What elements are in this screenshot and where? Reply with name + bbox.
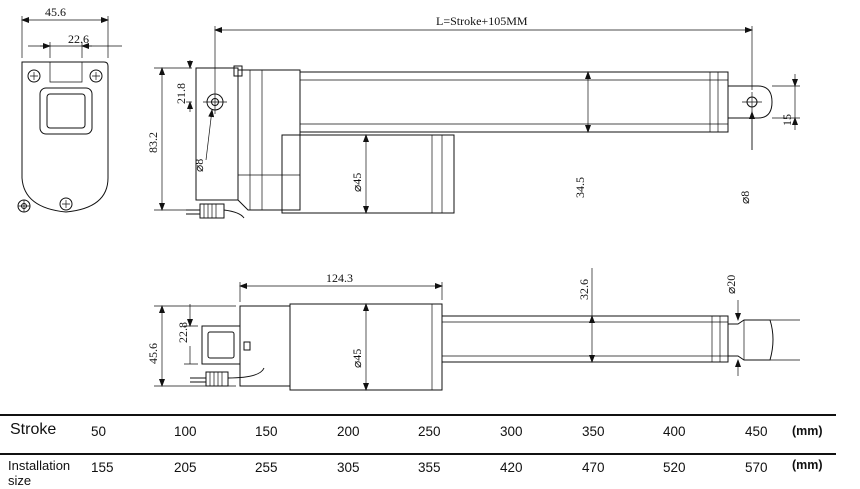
- table-cell: 520: [663, 460, 686, 475]
- table-cell: 570: [745, 460, 768, 475]
- table-cell: 350: [582, 424, 605, 439]
- table-cell: 400: [663, 424, 686, 439]
- dim-side-tube-height: 32.6: [577, 279, 591, 300]
- dim-motor-diameter: ⌀45: [350, 173, 364, 192]
- end-view: [17, 16, 122, 213]
- table-cell: 300: [500, 424, 523, 439]
- table-cell: 205: [174, 460, 197, 475]
- table-cell: 250: [418, 424, 441, 439]
- dim-side-offset: 22.8: [176, 322, 190, 343]
- table-cell: 450: [745, 424, 768, 439]
- table-cell: 355: [418, 460, 441, 475]
- table-cell: 100: [174, 424, 197, 439]
- dim-rod-diameter: ⌀20: [724, 275, 738, 294]
- dim-rod-eye-diameter: ⌀8: [738, 191, 752, 204]
- unit-label: (mm): [792, 424, 823, 438]
- table-cell: 200: [337, 424, 360, 439]
- table-rule-top: [0, 414, 836, 416]
- table-cell: 150: [255, 424, 278, 439]
- dim-side-height: 45.6: [146, 343, 160, 364]
- dim-side-motor-diameter: ⌀45: [350, 349, 364, 368]
- table-cell: 470: [582, 460, 605, 475]
- unit-label: (mm): [792, 458, 823, 472]
- technical-drawing: 45.6 22.6: [17, 5, 800, 391]
- dim-width-total: 45.6: [45, 5, 66, 19]
- table-cell: 155: [91, 460, 114, 475]
- dim-eye-diameter: ⌀8: [192, 159, 206, 172]
- dim-body-length: 124.3: [326, 271, 353, 285]
- table-cell: 50: [91, 424, 107, 439]
- dim-tube-height: 34.5: [573, 177, 587, 198]
- row-label-stroke: Stroke: [10, 421, 57, 438]
- table-cell: 255: [255, 460, 278, 475]
- dim-overall-length: L=Stroke+105MM: [436, 14, 528, 28]
- table-cell: 420: [500, 460, 523, 475]
- dim-hole-spacing: 22.6: [68, 32, 89, 46]
- side-view: [154, 268, 800, 391]
- dim-height-total: 83.2: [146, 132, 160, 153]
- dim-rod-end-height: 15: [780, 114, 794, 126]
- table-cell: 305: [337, 460, 360, 475]
- table-rule-middle: [0, 453, 836, 455]
- dim-eye-offset: 21.8: [174, 83, 188, 104]
- top-view: [154, 26, 800, 219]
- row-label-installation-size: Installation size: [8, 458, 71, 488]
- stroke-size-table: Stroke 50 100 150 200 250 300 350 400 45…: [0, 414, 860, 489]
